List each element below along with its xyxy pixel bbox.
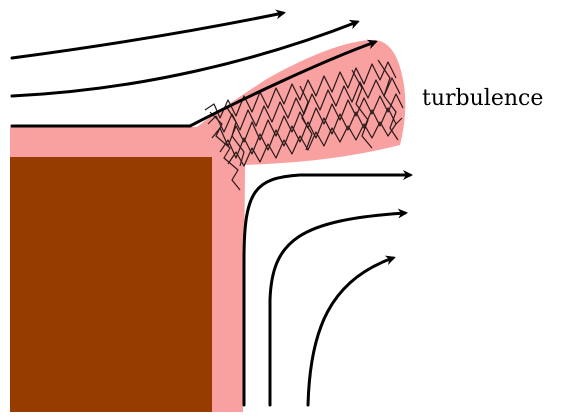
upper-streamline-1 — [12, 13, 283, 58]
side-streamline-2 — [270, 213, 405, 405]
turbulence-label: turbulence — [422, 86, 543, 111]
side-streamline-3 — [308, 258, 393, 405]
solid-body — [10, 157, 212, 412]
